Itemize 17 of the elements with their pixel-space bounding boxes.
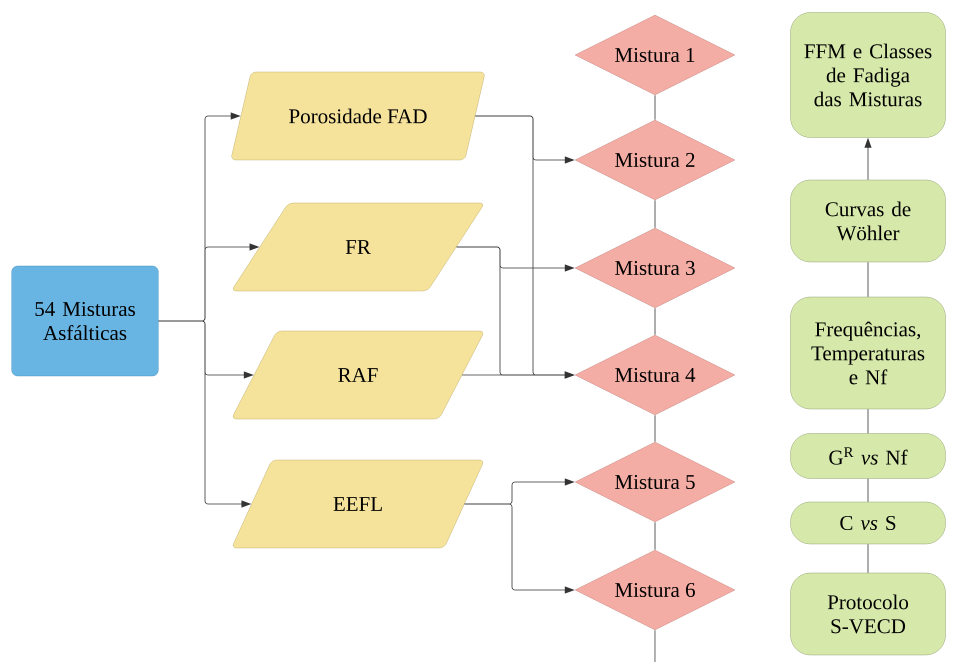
connector-line [654, 630, 656, 662]
process-box: FFM e Classes de Fadiga das Misturas [790, 12, 946, 138]
process-box: C vs S [790, 502, 946, 544]
start-box: 54 Misturas Asfálticas [11, 266, 159, 376]
connector-line [654, 308, 656, 336]
connector-line [654, 94, 656, 120]
connector-line [654, 200, 656, 228]
process-box: G$^{R}$ vs Nf [790, 433, 946, 479]
connector-line [654, 522, 656, 550]
data-parallelogram: EEFL [233, 460, 484, 548]
data-parallelogram: RAF [232, 330, 484, 420]
process-box: Curvas de Wöhler [790, 180, 946, 262]
connector-line [654, 414, 656, 442]
process-box: Protocolo S-VECD [790, 572, 946, 656]
data-parallelogram: FR [233, 202, 483, 292]
data-parallelogram: Porosidade FAD [232, 72, 484, 160]
process-box: Frequências, Temperaturas e Nf [790, 296, 946, 410]
